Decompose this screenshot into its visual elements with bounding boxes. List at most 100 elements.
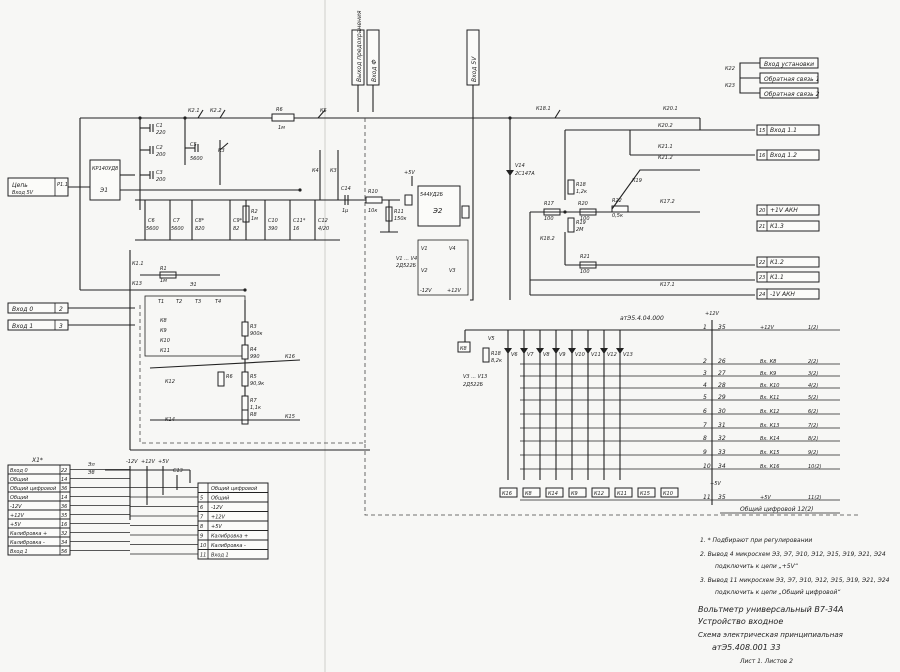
x1-row-label: Калибровка - [10,540,45,546]
bus-row-pin: 28 [718,382,726,389]
svg-text:К20.1: К20.1 [663,106,678,112]
x1-title: Х1* [31,457,43,464]
x1-row-pin: 56 [61,549,67,555]
output-label: +1V АКН [770,207,798,214]
bus-row-label: Вх. К16 [760,464,779,470]
svg-text:16: 16 [293,226,299,232]
svg-text:С3: С3 [156,170,163,176]
svg-text:С2: С2 [156,145,163,151]
x1-row-label: Общий [10,477,29,483]
x1-row-label: -12V [10,504,22,510]
svg-text:R8: R8 [250,412,257,418]
svg-text:Т3: Т3 [195,299,201,305]
x2-row-number: 8 [200,524,203,530]
bus-row-number: 9 [703,449,707,456]
bus-row-ref: 8(2) [808,436,818,442]
output-pin: 15 [759,128,765,134]
x2-row [197,520,269,531]
svg-text:V2: V2 [421,268,428,274]
bus-row-label: +12V [760,325,775,331]
svg-text:V3: V3 [449,268,456,274]
ic-e2-ref: Э2 [432,207,443,215]
note-3: 3. Вывод 11 микросхем Э3, Э7, Э10, Э12, … [700,577,890,584]
diode [600,348,608,354]
bus-row-label: Вх. К10 [760,383,779,389]
diode [504,348,512,354]
notes: 1. * Подбирают при регулировании 2. Выво… [700,537,890,596]
input-circuit: Цепь Вход 5V Р1.1 [7,177,90,197]
diode-label: V10 [575,352,585,358]
svg-text:390: 390 [268,226,278,232]
x2-row-label: Общий цифровой [211,486,258,492]
feedback-box-3: Обратная связь 2 [764,91,820,98]
x1-row-pin: 32 [61,531,67,537]
x1-row-pin: 35 [61,513,67,519]
bus-row-pin: 27 [718,370,726,377]
svg-text:R6: R6 [226,374,233,380]
bus-bottom-label: Общий цифровой 12(2) [740,506,814,513]
resistor-r6 [271,113,295,122]
output-pin: 22 [759,260,765,266]
svg-text:1м: 1м [251,216,258,222]
ic-e1-type: КР140УД8 [92,166,118,172]
output-label: Вход 1.2 [770,152,797,159]
svg-text:К5: К5 [320,108,327,114]
svg-text:С12: С12 [318,218,328,224]
svg-text:К14: К14 [165,417,175,423]
x1-row-label: +12V [10,513,25,519]
svg-text:+12V: +12V [447,288,462,294]
diode [520,348,528,354]
svg-text:К4: К4 [312,168,319,174]
svg-text:8,2к: 8,2к [491,358,502,364]
bus-row-number: 6 [703,408,707,415]
svg-text:820: 820 [195,226,205,232]
svg-text:220: 220 [156,130,166,136]
bus-row-label: Вх. К9 [760,371,776,377]
diode-group-v1v4-type: 2Д522Б [396,263,417,269]
svg-text:К19: К19 [632,178,642,184]
output-pin: 21 [759,224,765,230]
bus-row-ref: 10(2) [808,464,821,470]
svg-text:С11*: С11* [293,218,306,224]
input-0-label: Вход 0 [12,306,33,313]
supply-bus-5v: +5V [710,481,721,487]
svg-text:К12: К12 [165,379,175,385]
relay-box [545,487,564,498]
svg-text:К9: К9 [160,328,167,334]
diode-group-v1v4: V1 ... V4 [396,256,417,262]
svg-text:R2: R2 [251,209,258,215]
svg-text:Вход 5V: Вход 5V [12,190,34,196]
svg-text:Т2: Т2 [176,299,182,305]
svg-text:R17: R17 [544,201,555,207]
output-label: К1.3 [770,223,784,230]
x1-row-pin: 34 [61,540,67,546]
svg-text:К3: К3 [218,148,225,154]
bus-row-pin: 31 [718,422,726,429]
svg-text:5600: 5600 [171,226,184,232]
x2-row-label: Калибровка - [211,543,246,549]
relay-box [568,487,587,498]
module-boundary [139,305,860,516]
svg-text:1,1к: 1,1к [250,405,261,411]
output-connector [756,124,820,136]
input-circuit-label: Цепь [12,182,28,189]
supply-top: +5V [404,170,415,176]
bus-row-number: 5 [703,394,707,401]
bus-row-ref: 7(2) [808,423,818,429]
svg-text:R20: R20 [578,201,588,207]
output-pin: 16 [759,153,765,159]
output-connector [756,288,820,300]
top-connectors: Выход предохранения Вход Ф Вход 5V [351,10,480,240]
diode-group-v3v13: V3 ... V13 [463,374,487,380]
svg-text:R4: R4 [250,347,257,353]
input-1-label: Вход 1 [12,323,33,330]
relay-label: К9 [571,491,578,497]
relay-label: К12 [594,491,604,497]
svg-text:К16: К16 [285,354,295,360]
svg-text:100: 100 [580,269,590,275]
